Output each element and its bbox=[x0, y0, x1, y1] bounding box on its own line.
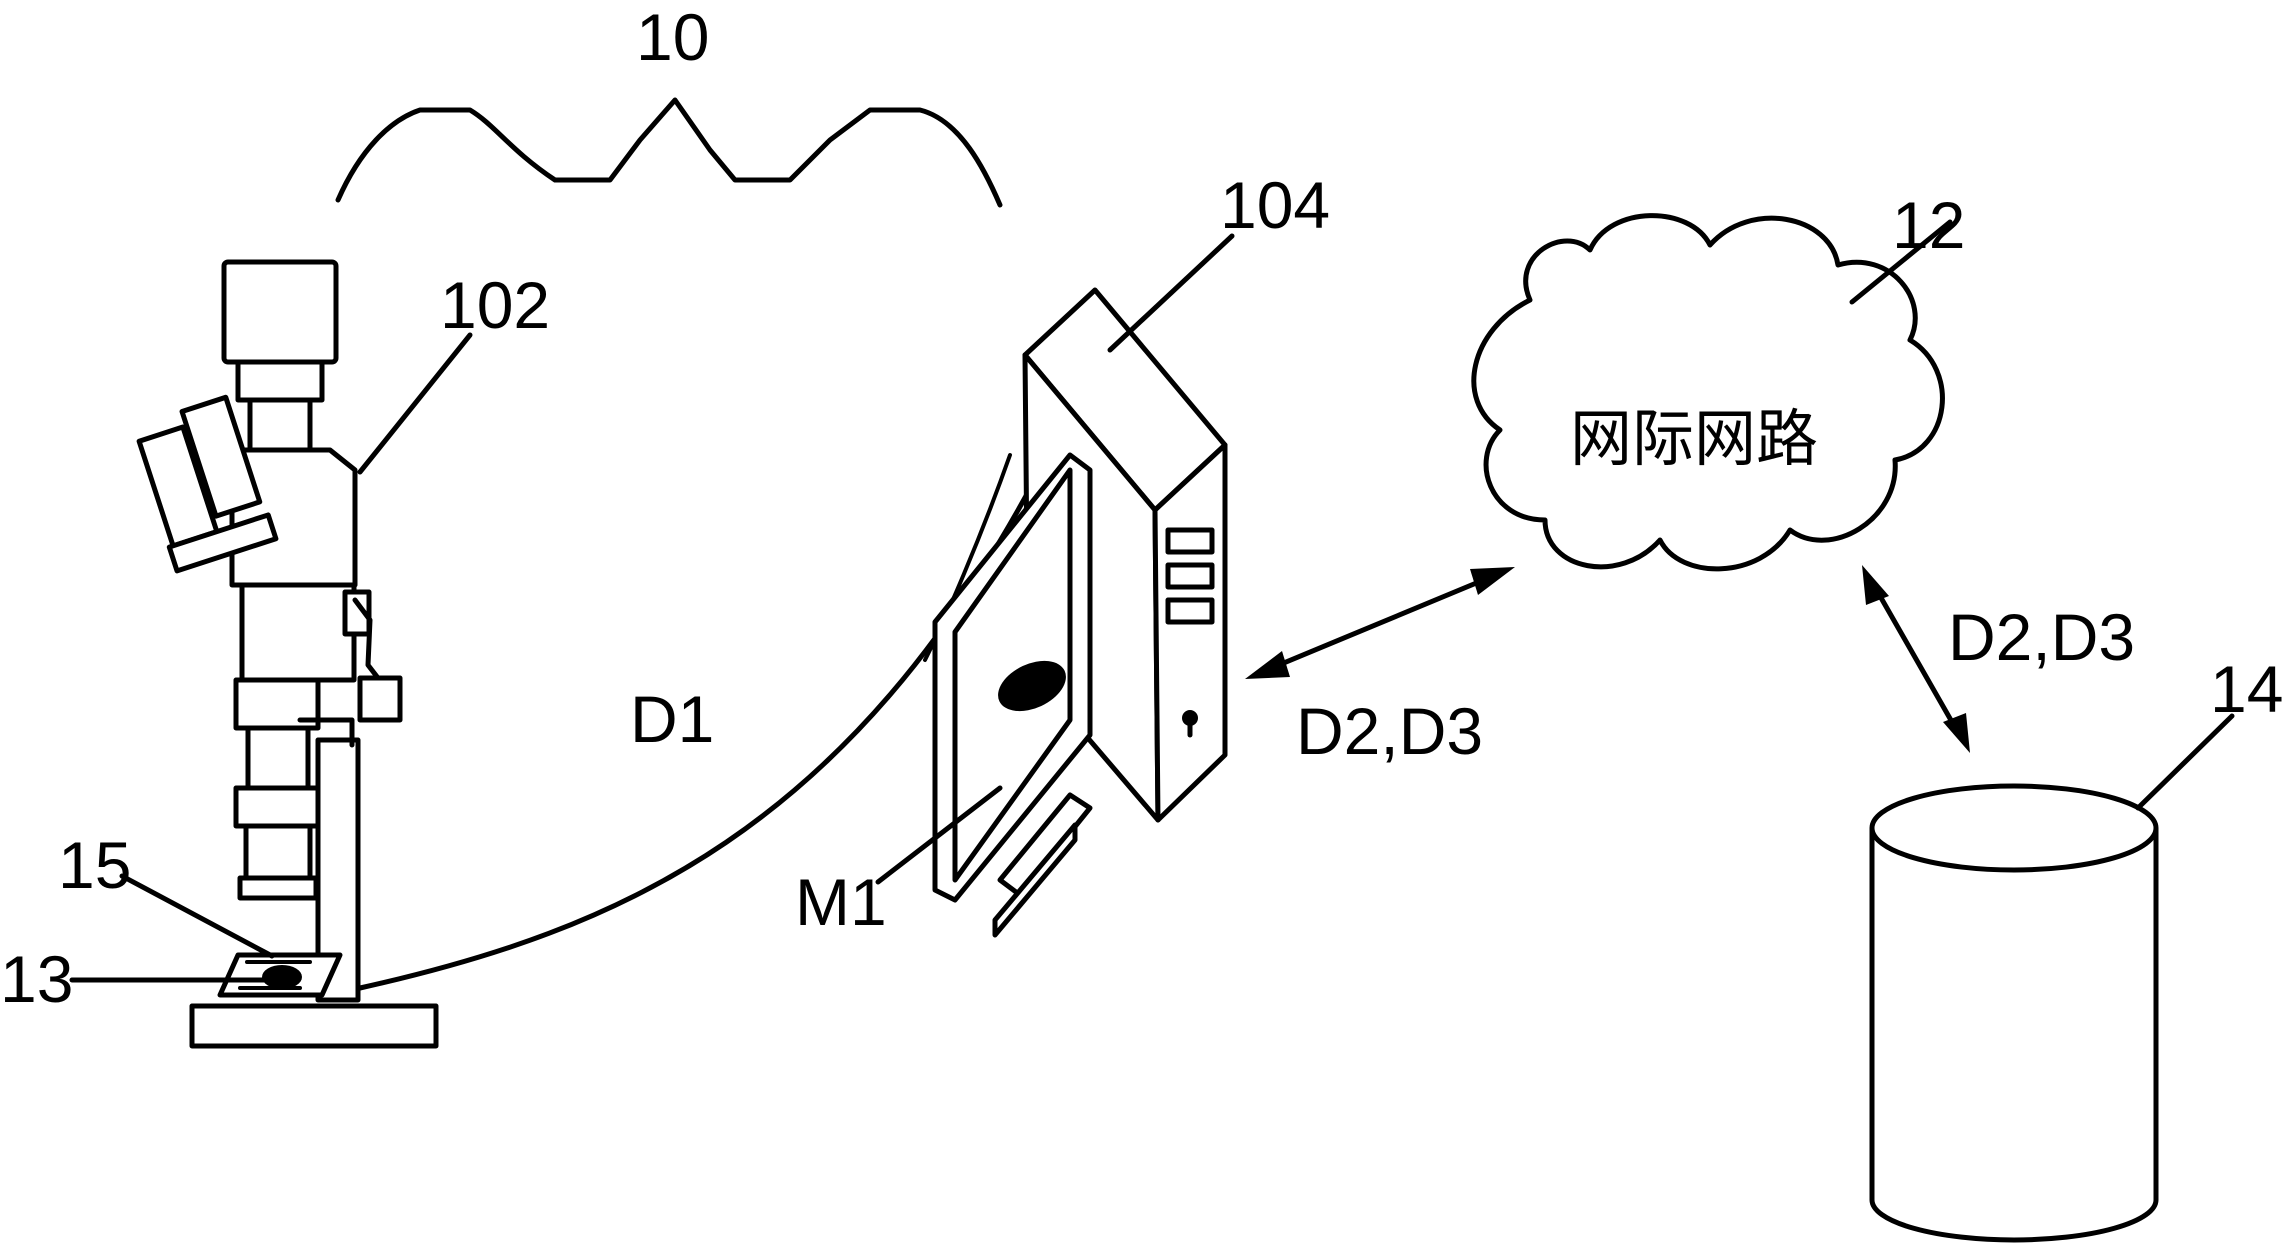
database-cylinder-icon bbox=[1869, 783, 2159, 1243]
label-link-computer-network: D2,D3 bbox=[1296, 694, 1483, 768]
label-computer: 104 bbox=[1220, 168, 1330, 242]
monitor-icon bbox=[932, 452, 1093, 938]
system-brace bbox=[335, 97, 1003, 208]
label-network: 12 bbox=[1892, 188, 1965, 262]
label-microscope: 102 bbox=[440, 268, 550, 342]
label-link-d1: D1 bbox=[630, 682, 714, 756]
arrow-computer-network bbox=[1245, 567, 1515, 679]
image-m1 bbox=[998, 660, 1066, 712]
microscope-icon bbox=[136, 259, 439, 1049]
label-slide: 15 bbox=[58, 828, 131, 902]
cloud-icon bbox=[1471, 213, 1945, 572]
label-system: 10 bbox=[636, 0, 709, 74]
network-text: 网际网路 bbox=[1570, 402, 1818, 475]
arrow-network-database bbox=[1862, 565, 1970, 753]
label-image: M1 bbox=[795, 865, 887, 939]
label-link-network-database: D2,D3 bbox=[1948, 600, 2135, 674]
sample bbox=[262, 965, 302, 989]
label-database: 14 bbox=[2210, 652, 2283, 726]
label-sample: 13 bbox=[0, 942, 73, 1016]
